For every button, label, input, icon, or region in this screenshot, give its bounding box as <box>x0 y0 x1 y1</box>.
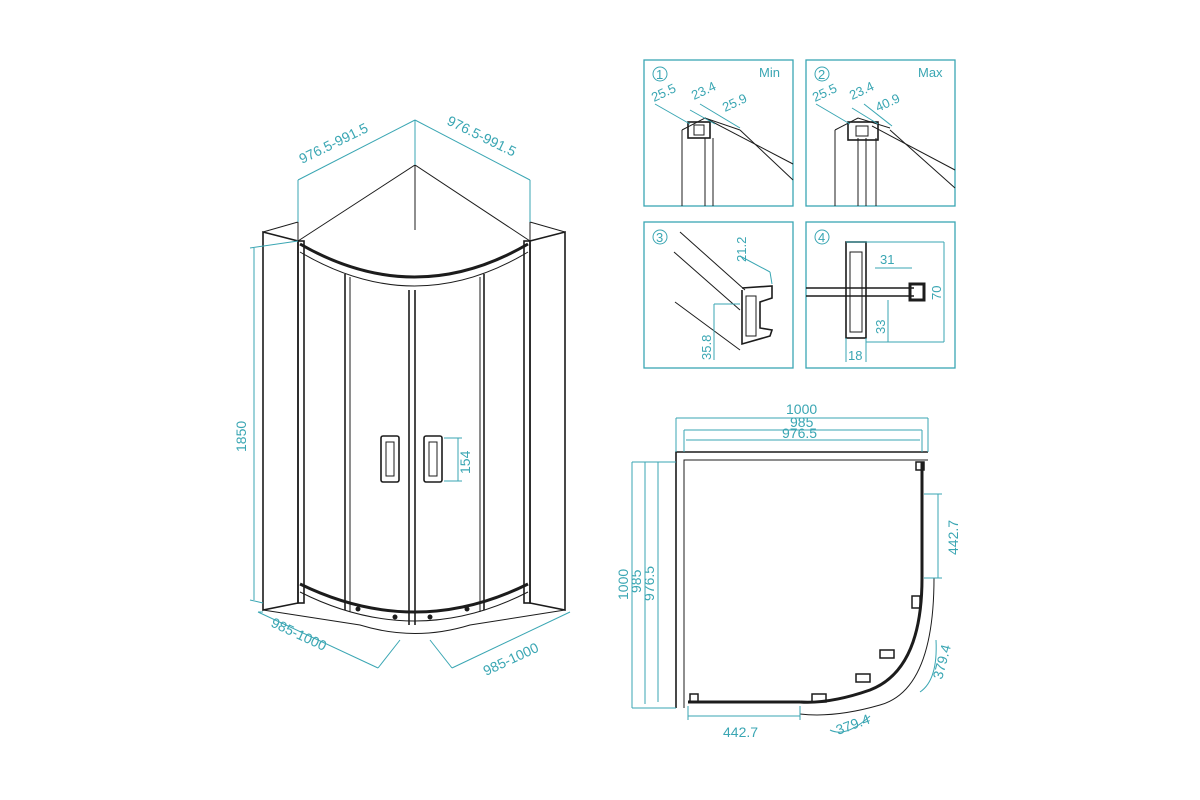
plan-bottom-straight-label: 442.7 <box>723 724 758 740</box>
detail-4-profile <box>845 241 867 339</box>
detail-1-dim-a: 25.5 <box>649 80 678 104</box>
perspective-view: 976.5-991.5 976.5-991.5 1850 154 985-10 <box>233 112 571 679</box>
detail-4-dim-b: 70 <box>929 286 944 300</box>
detail-4-number: 4 <box>818 230 825 245</box>
detail-3-dim-b: 35.8 <box>699 335 714 360</box>
top-rail <box>299 242 529 279</box>
door-rollers <box>355 606 470 620</box>
right-profile <box>523 240 531 604</box>
detail-1-min: 1 Min 25.5 23.4 25.9 <box>643 59 794 207</box>
detail-1-number: 1 <box>656 67 663 82</box>
detail-3-number: 3 <box>656 230 663 245</box>
plan-right-straight-label: 442.7 <box>945 520 961 555</box>
plan-bottom-straight-dim: 442.7 <box>687 706 801 740</box>
plan-top-dim-1000: 1000 <box>786 401 817 417</box>
dim-bottom-right-label: 985-1000 <box>481 639 542 679</box>
detail-2-dim-a: 25.5 <box>810 80 839 104</box>
plan-right-arc-label: 379.4 <box>929 643 954 681</box>
plan-wall-outline <box>675 451 928 708</box>
plan-left-dim-976: 976.5 <box>641 566 657 601</box>
detail-1-dim-b: 23.4 <box>689 78 718 102</box>
plan-top-dims: 1000 985 976.5 <box>675 401 929 452</box>
dim-top-left-label: 976.5-991.5 <box>296 119 370 166</box>
detail-4: 4 31 70 33 18 <box>805 221 956 369</box>
detail-1-dim-c: 25.9 <box>720 90 749 114</box>
plan-view: 1000 985 976.5 1000 985 976.5 442.7 <box>615 401 961 740</box>
detail-4-seal <box>908 282 926 302</box>
left-profile <box>297 240 305 604</box>
dim-bottom-right: 985-1000 <box>429 611 571 679</box>
detail-2-number-circle <box>814 66 830 82</box>
shower-tray <box>262 609 566 634</box>
dim-handle-label: 154 <box>457 450 473 474</box>
dim-bottom-left-label: 985-1000 <box>269 614 330 654</box>
right-door-handle <box>423 435 443 483</box>
detail-4-number-circle <box>814 229 830 245</box>
left-door-handle <box>380 435 400 483</box>
right-wall-panel <box>529 230 566 611</box>
detail-2-dim-b: 23.4 <box>847 78 876 102</box>
dim-top-right-label: 976.5-991.5 <box>445 112 519 159</box>
plan-top-dim-985: 985 <box>790 414 814 430</box>
dim-height-label: 1850 <box>233 421 249 452</box>
plan-left-dim-1000: 1000 <box>615 569 631 600</box>
detail-4-dim-a: 31 <box>880 252 894 267</box>
detail-1-number-circle <box>652 66 668 82</box>
dim-height: 1850 <box>233 240 299 604</box>
right-wall-top <box>529 221 566 233</box>
plan-bottom-arc-dim-line <box>829 715 871 733</box>
plan-bottom-arc-label: 379.4 <box>834 711 873 738</box>
plan-door-rollers <box>689 461 925 703</box>
plan-top-dim-976: 976.5 <box>782 425 817 441</box>
detail-2-dim-c: 40.9 <box>873 90 902 114</box>
detail-3: 3 21.2 35.8 <box>643 221 794 369</box>
detail-4-dim-c: 33 <box>873 320 888 334</box>
detail-2-number: 2 <box>818 67 825 82</box>
plan-right-straight-dim: 442.7 <box>924 493 961 579</box>
dim-handle: 154 <box>444 437 473 482</box>
left-wall-panel <box>262 230 299 611</box>
detail-4-dim-d: 18 <box>848 348 862 363</box>
ceiling-outline <box>297 164 531 242</box>
plan-door-arc <box>799 577 924 704</box>
detail-1-label: Min <box>759 65 780 80</box>
plan-left-dim-985: 985 <box>628 569 644 593</box>
left-wall-top <box>262 221 299 233</box>
detail-2-label: Max <box>918 65 943 80</box>
detail-2-max: 2 Max 25.5 23.4 40.9 <box>805 59 956 207</box>
dim-top-right: 976.5-991.5 <box>414 112 531 222</box>
detail-3-dim-a: 21.2 <box>734 237 749 262</box>
dim-top-left: 976.5-991.5 <box>296 119 416 222</box>
bottom-rail <box>299 582 529 614</box>
plan-left-dims: 1000 985 976.5 <box>615 461 676 709</box>
detail-3-number-circle <box>652 229 668 245</box>
plan-right-arc-dim-line <box>919 639 937 693</box>
